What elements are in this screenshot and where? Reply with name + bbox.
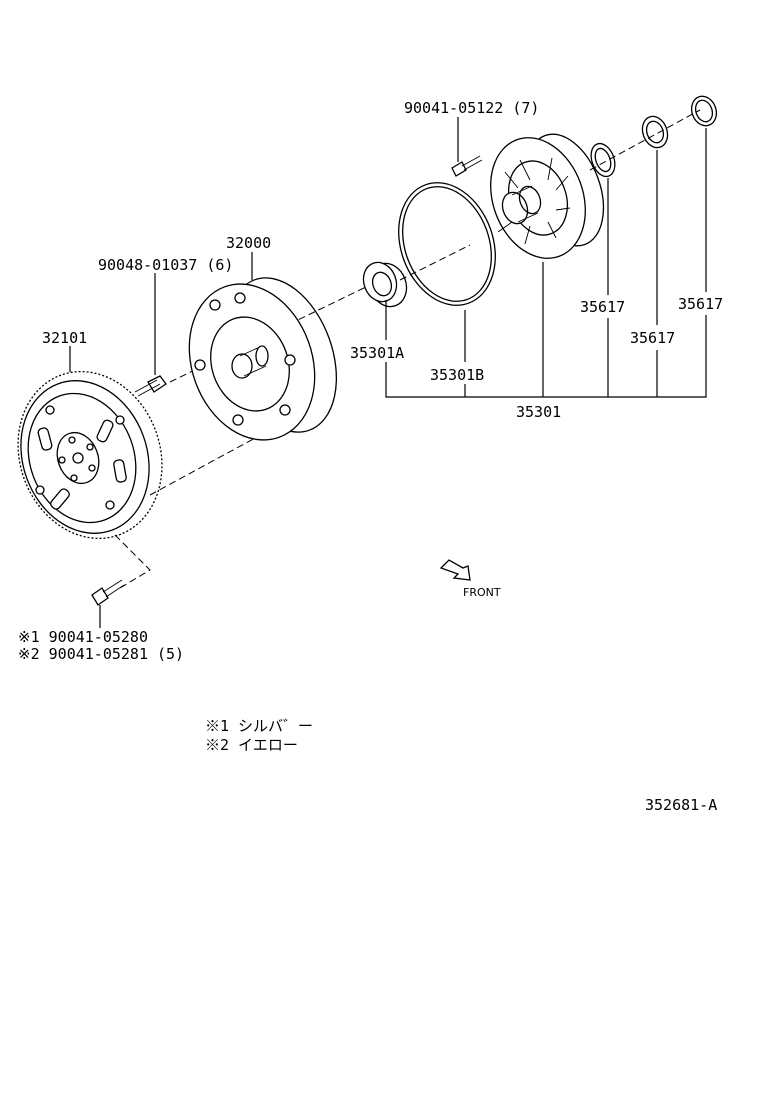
bolt-note-2: ※2 90041-05281 (5)	[18, 645, 184, 663]
center-line-lower	[149, 429, 271, 496]
diagram-id: 352681-A	[645, 796, 717, 814]
label-pump-assy: 35301	[516, 403, 561, 421]
front-label: FRONT	[463, 586, 501, 599]
front-arrow-icon	[439, 559, 471, 581]
plate-bolt-illustration	[91, 579, 125, 606]
oil-pump-illustration	[490, 133, 605, 259]
label-drive-plate: 32101	[42, 329, 87, 347]
label-converter-bolt: 90048-01037 (6)	[98, 256, 233, 274]
oil-seal-illustration	[362, 261, 408, 308]
drive-plate-illustration	[17, 370, 163, 540]
legend-line-1: ※1 シルバ゛ー	[205, 717, 313, 735]
label-ring-2: 35617	[630, 329, 675, 347]
legend-line-2: ※2 イエロー	[205, 736, 298, 754]
pump-assy-bracket	[385, 315, 707, 398]
bolt-note-1: ※1 90041-05280	[18, 628, 148, 646]
label-pump-bolt: 90041-05122 (7)	[404, 99, 539, 117]
center-line-pump	[399, 244, 471, 281]
label-torque-converter: 32000	[226, 234, 271, 252]
ring-3-illustration	[690, 95, 718, 127]
ring-1-illustration	[590, 142, 616, 178]
center-line-rings	[589, 109, 701, 171]
label-o-ring: 35301B	[430, 366, 484, 384]
o-ring-illustration	[398, 182, 496, 306]
torque-converter-illustration	[188, 277, 338, 441]
ring-2-illustration	[641, 115, 669, 149]
converter-bolt-illustration	[134, 375, 167, 397]
label-oil-seal: 35301A	[350, 344, 404, 362]
bolt-leader-dashed	[114, 534, 151, 589]
label-ring-1: 35617	[580, 298, 625, 316]
label-ring-3: 35617	[678, 295, 723, 313]
pump-bolt-illustration	[451, 155, 483, 177]
